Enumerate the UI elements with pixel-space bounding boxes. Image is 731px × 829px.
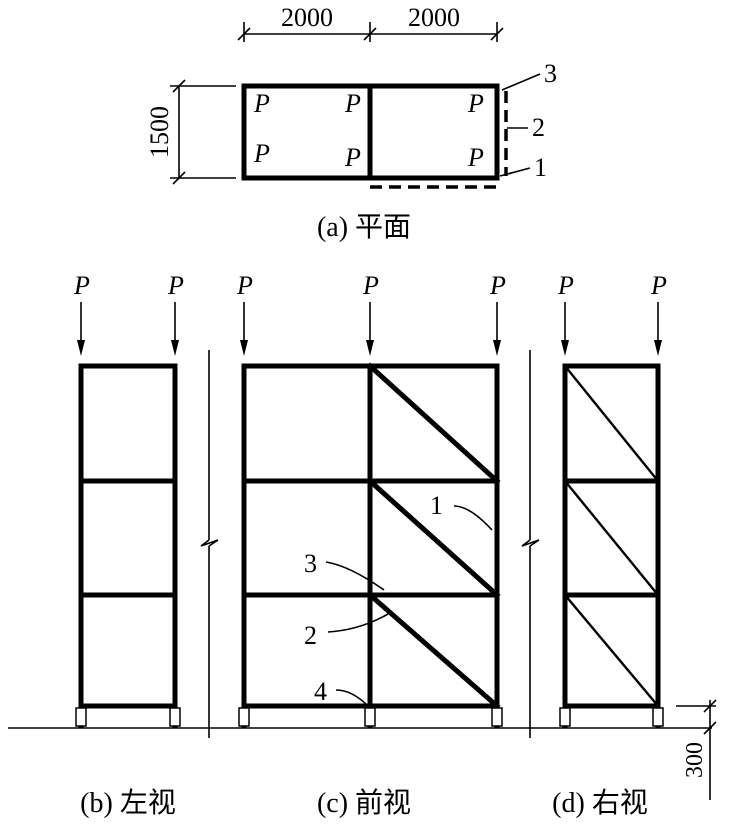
front-callout-2: 2 — [304, 621, 317, 650]
break-line-right — [521, 350, 540, 738]
front-load-label: P — [236, 271, 253, 300]
plan-dim-left: 1500 — [145, 106, 174, 158]
front-callout-3: 3 — [304, 549, 317, 578]
plan-load-label: P — [253, 139, 270, 168]
plan-load-label: P — [344, 89, 361, 118]
front-callout-leader — [453, 505, 493, 531]
plan-callout-1: 1 — [534, 153, 547, 182]
plan-callout-leader — [499, 167, 531, 177]
plan-dim-top-left: 2000 — [281, 3, 333, 32]
arrow-head — [493, 340, 501, 356]
front-view: P P P 1 3 2 4 (c) 前视 — [236, 271, 506, 819]
right-load-label: P — [557, 271, 574, 300]
plan-dim-slash — [172, 171, 186, 185]
arrow-head — [561, 340, 569, 356]
front-view-caption: (c) 前视 — [317, 787, 411, 819]
base-dim-slash — [703, 721, 717, 735]
arrow-head — [366, 340, 374, 356]
front-load-label: P — [489, 271, 506, 300]
base-dim-label: 300 — [682, 742, 708, 778]
plan-caption: (a) 平面 — [317, 212, 411, 243]
plan-callout-leader — [501, 73, 541, 91]
plan-callout-3: 3 — [544, 59, 557, 88]
left-load-label: P — [73, 271, 90, 300]
base-dim-slash — [703, 699, 717, 713]
right-view: P P 300 (d) 右视 — [552, 271, 717, 819]
plan-load-label: P — [467, 143, 484, 172]
plan-load-label: P — [467, 89, 484, 118]
diagonal-brace-thin — [564, 594, 659, 707]
front-callout-4: 4 — [314, 677, 327, 706]
arrow-head — [171, 340, 179, 356]
front-callout-leader — [335, 689, 369, 707]
front-callout-1: 1 — [430, 491, 443, 520]
base-jack — [491, 707, 503, 727]
front-callout-leader — [325, 561, 385, 591]
diagonal-brace-thin — [564, 480, 659, 596]
arrow-head — [654, 340, 662, 356]
front-callout-leader — [327, 613, 389, 633]
diagonal-brace — [366, 477, 501, 599]
plan-dim-slash — [490, 27, 504, 41]
plan-dim-slash — [172, 79, 186, 93]
left-view-caption: (b) 左视 — [80, 787, 176, 819]
arrow-head — [240, 340, 248, 356]
plan-view: 2000 2000 1500 P P P P P P 3 2 1 (a) 平面 — [145, 3, 557, 243]
plan-load-label: P — [253, 89, 270, 118]
left-view: P P (b) 左视 — [73, 271, 184, 819]
plan-load-label: P — [344, 143, 361, 172]
plan-dim-top-right: 2000 — [408, 3, 460, 32]
front-load-label: P — [362, 271, 379, 300]
plan-dim-slash — [237, 27, 251, 41]
arrow-head — [77, 340, 85, 356]
plan-callout-2: 2 — [532, 113, 545, 142]
diagonal-brace-thin — [564, 365, 659, 482]
left-load-label: P — [167, 271, 184, 300]
base-jack — [238, 707, 250, 727]
diagonal-brace — [366, 591, 501, 710]
break-line-left — [200, 350, 219, 738]
right-load-label: P — [650, 271, 667, 300]
base-jack — [559, 707, 571, 727]
base-jack — [75, 707, 87, 727]
right-view-caption: (d) 右视 — [552, 787, 648, 819]
plan-dim-slash — [363, 27, 377, 41]
base-jack — [364, 707, 376, 727]
diagonal-brace — [366, 362, 501, 485]
base-jack — [652, 707, 664, 727]
base-jack — [169, 707, 181, 727]
